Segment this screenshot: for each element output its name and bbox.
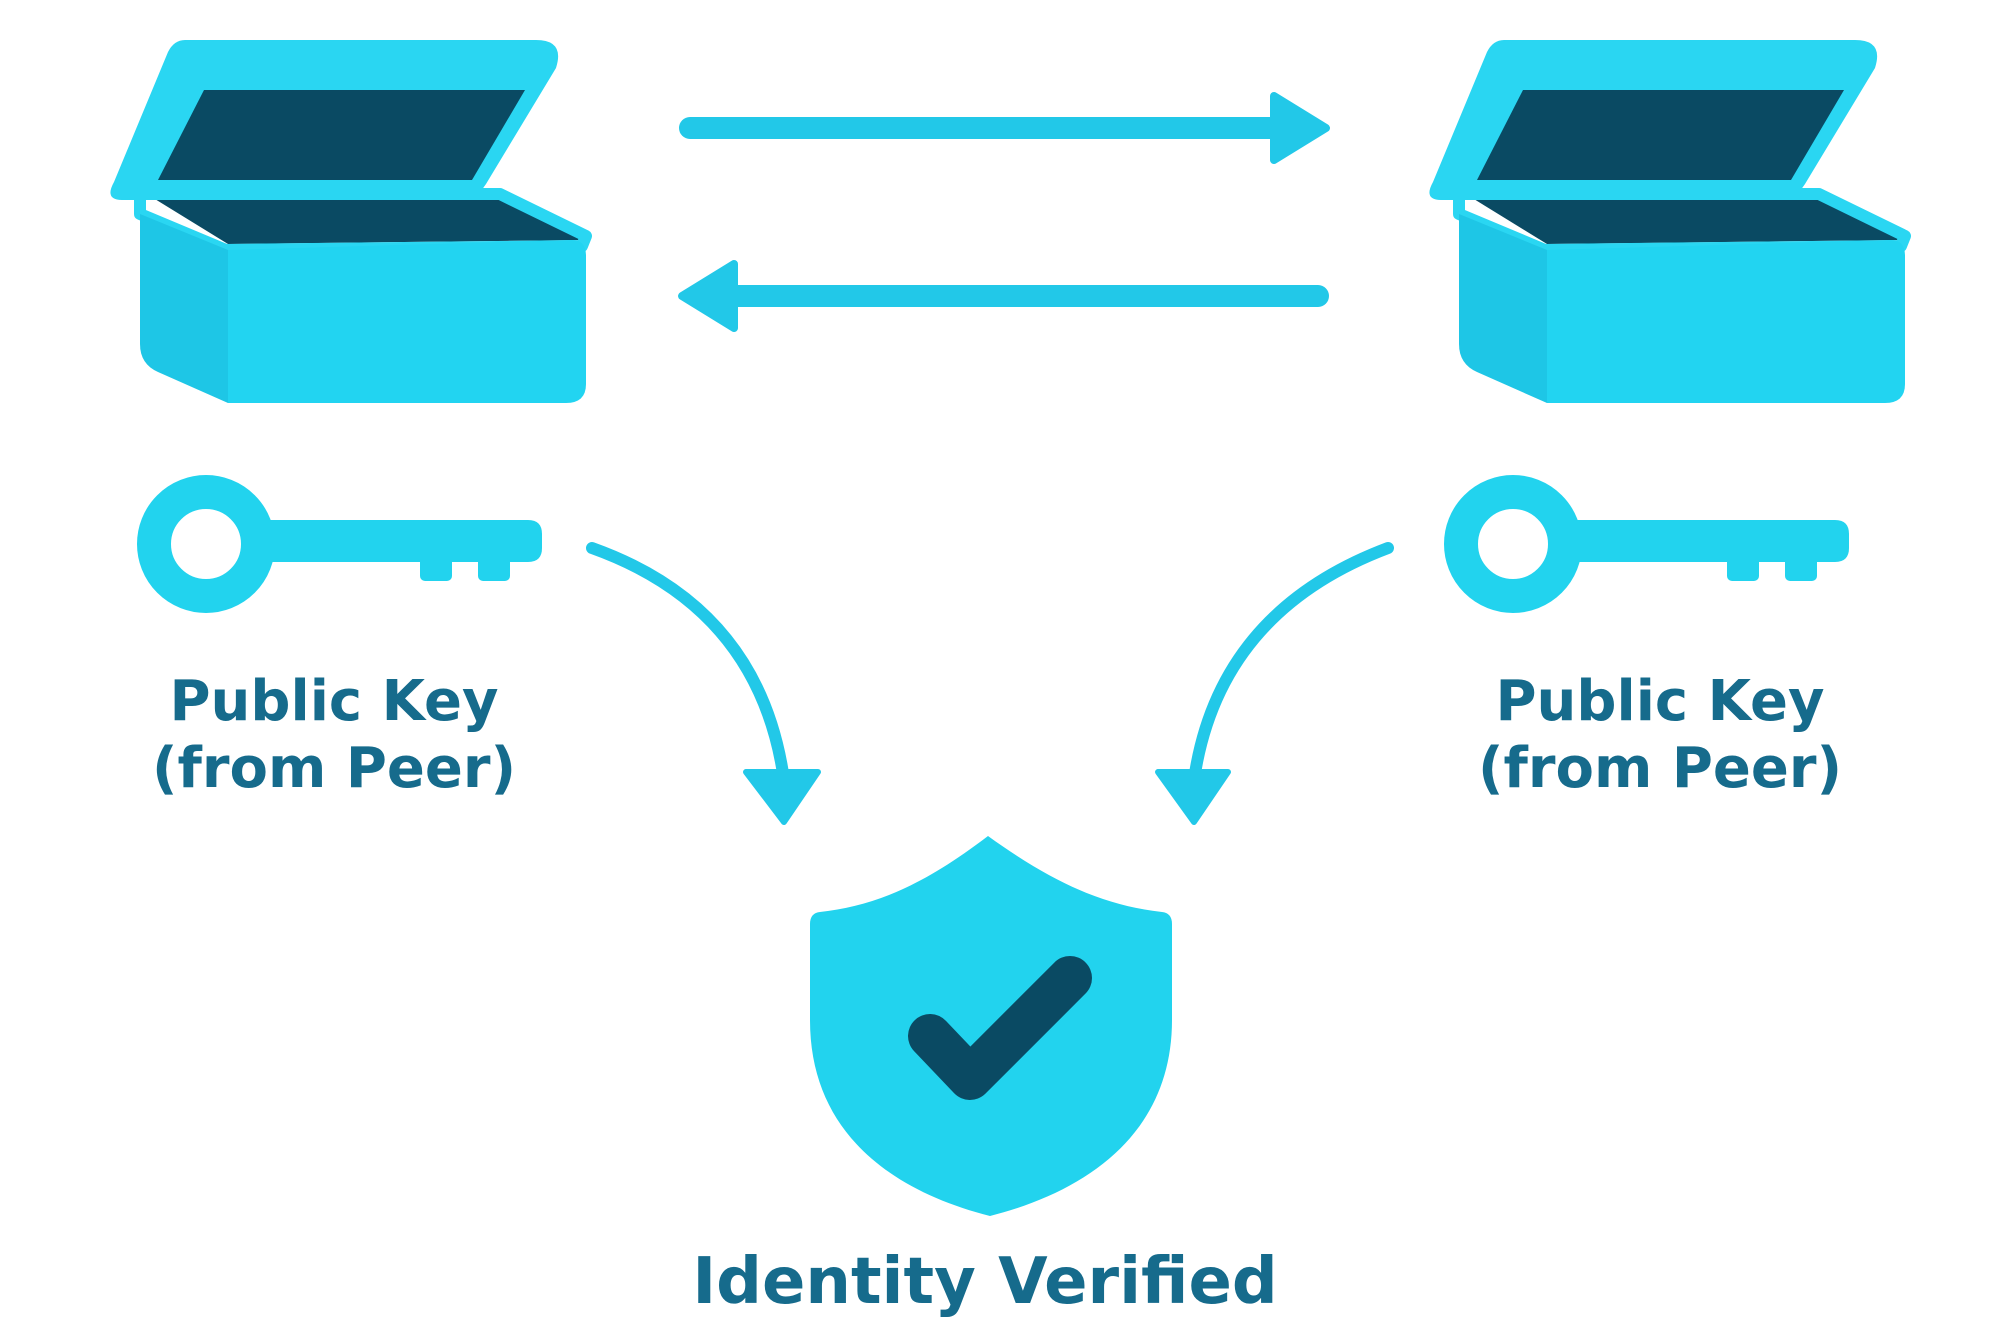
curved-arrow-down-icon xyxy=(1155,542,1394,825)
peer-label-right: Public Key (from Peer) xyxy=(1400,668,1920,802)
peer-label-subtitle: (from Peer) xyxy=(151,736,517,802)
key-icon xyxy=(137,475,542,613)
identity-verified-label: Identity Verified xyxy=(692,1245,1278,1319)
key-icon xyxy=(1444,475,1849,613)
peer-label-title: Public Key xyxy=(1495,669,1825,734)
peer-label-left: Public Key (from Peer) xyxy=(74,668,594,802)
open-box-icon xyxy=(1429,40,1911,403)
curved-arrow-down-icon xyxy=(586,542,821,825)
arrow-right-icon xyxy=(679,92,1330,164)
open-box-icon xyxy=(110,40,592,403)
arrow-left-icon xyxy=(678,260,1329,332)
peer-label-subtitle: (from Peer) xyxy=(1477,736,1843,802)
shield-check-icon xyxy=(810,836,1172,1216)
peer-label-title: Public Key xyxy=(169,669,499,734)
